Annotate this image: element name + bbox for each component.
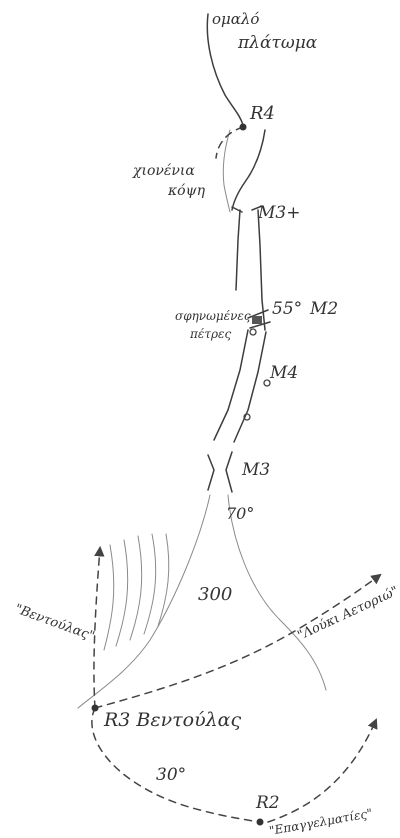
angle-55-label: 55° [272, 299, 302, 319]
right-route-label: "Λούκι Αετοριώ" [295, 584, 400, 644]
r2-anchor [256, 818, 264, 826]
r4-anchor [239, 123, 247, 131]
stones-label-2: πέτρες [189, 327, 231, 341]
piton-1 [249, 328, 257, 336]
snow-ridge-left [222, 129, 231, 213]
stones-label-1: σφηνωμένες [175, 309, 251, 323]
r3-label: R3 Βεντούλας [103, 709, 242, 731]
r2-to-right-dashed [267, 718, 378, 823]
m3-label: M3 [241, 460, 270, 480]
left-route-dashed [93, 545, 105, 709]
hatching-2 [115, 539, 129, 647]
gully-left-lower [207, 454, 215, 491]
m2-label: M2 [309, 299, 338, 319]
gully-right-mid [233, 331, 267, 443]
m3plus-label: M3+ [257, 203, 300, 223]
r4-label: R4 [249, 103, 275, 124]
slope-left-edge [77, 494, 211, 709]
snow-label-2: κόψη [167, 183, 206, 199]
plateau-edge-line [206, 13, 244, 126]
r3-anchor [91, 704, 99, 712]
m4-label: M4 [269, 363, 298, 383]
gully-left-upper [235, 209, 241, 291]
hatching-4 [143, 533, 157, 635]
top-label-2: πλάτωμα [237, 33, 318, 53]
hatching-1 [103, 544, 115, 651]
right-route-dashed [94, 573, 382, 709]
gully-right-upper [257, 209, 266, 331]
slope-right-edge [227, 494, 327, 691]
piton-2 [263, 379, 271, 387]
angle-70-label: 70° [226, 504, 254, 523]
r2-label: R2 [255, 793, 280, 813]
snow-label-1: χιονένια [132, 162, 195, 179]
angle-30-label: 30° [156, 765, 186, 785]
piton-3 [243, 413, 251, 421]
chockstone-mark [252, 316, 262, 324]
approach-to-r4 [215, 126, 244, 159]
left-route-label: "Βεντούλας" [13, 602, 97, 645]
gully-left-mid [213, 329, 249, 441]
chockstone-line [247, 309, 271, 329]
hatching-5 [157, 533, 170, 627]
distance-300-label: 300 [198, 584, 232, 605]
hatching-3 [129, 535, 143, 641]
gully-mid-tick [231, 205, 263, 213]
bottom-route-dashed [91, 707, 259, 823]
gully-right-lower [225, 451, 233, 493]
top-label-1: ομαλό [212, 10, 259, 28]
snow-ridge-right [231, 129, 266, 211]
bottom-route-label: "Επαγγελματίες" [268, 806, 373, 838]
